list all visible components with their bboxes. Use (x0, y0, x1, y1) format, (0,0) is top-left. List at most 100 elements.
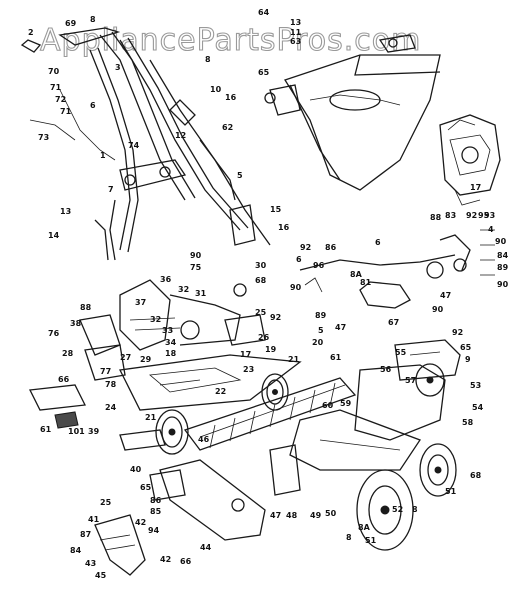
callout-45: 45 (95, 571, 107, 580)
callout-20: 20 (312, 338, 324, 347)
callout-67: 67 (388, 318, 399, 327)
callout-48: 48 (286, 511, 298, 520)
callout-94: 94 (148, 526, 160, 535)
callout-53: 53 (470, 381, 481, 390)
callout-58: 58 (462, 418, 474, 427)
callout-47: 47 (440, 291, 451, 300)
callout-8: 8 (412, 505, 418, 514)
callout-9: 9 (465, 355, 471, 364)
callout-14: 14 (48, 231, 60, 240)
callout-13: 13 (290, 18, 301, 27)
callout-25: 25 (255, 308, 267, 317)
callout-61: 61 (40, 425, 52, 434)
callout-2: 2 (28, 28, 34, 37)
callout-64: 64 (258, 8, 270, 17)
callout-11: 11 (290, 28, 302, 37)
callout-19: 19 (265, 345, 277, 354)
callout-76: 76 (48, 329, 60, 338)
reel-blade (183, 377, 357, 451)
callout-1: 1 (100, 151, 106, 160)
callout-90: 90 (497, 280, 509, 289)
callout-28: 28 (62, 349, 74, 358)
callout-44: 44 (200, 543, 212, 552)
belt-frame (289, 339, 461, 471)
callout-75: 75 (190, 263, 202, 272)
callout-62: 62 (222, 123, 233, 132)
callout-61: 61 (330, 353, 342, 362)
callout-47: 47 (270, 511, 281, 520)
callout-88: 88 (430, 213, 442, 222)
callout-78: 78 (105, 380, 117, 389)
callout-86: 86 (150, 496, 162, 505)
callout-4: 4 (488, 225, 494, 234)
callout-92: 92 (270, 313, 281, 322)
callout-8A: 8A (358, 523, 371, 532)
callout-37: 37 (135, 298, 146, 307)
callout-39: 39 (88, 427, 100, 436)
callout-92: 92 (466, 211, 477, 220)
callout-5: 5 (318, 326, 324, 335)
callout-30: 30 (255, 261, 267, 270)
callout-90: 90 (495, 237, 507, 246)
callout-46: 46 (198, 435, 210, 444)
callout-49: 49 (310, 511, 322, 520)
callout-42: 42 (135, 518, 146, 527)
callout-16: 16 (225, 93, 237, 102)
callout-15: 15 (270, 205, 282, 214)
callout-69: 69 (65, 19, 77, 28)
callout-33: 33 (162, 326, 173, 335)
callout-73: 73 (38, 133, 49, 142)
callout-51: 51 (365, 536, 377, 545)
callout-55: 55 (395, 348, 407, 357)
callout-50: 50 (325, 509, 337, 518)
callout-101: 101 (68, 427, 85, 436)
callout-83: 83 (445, 211, 456, 220)
callout-21: 21 (288, 355, 300, 364)
callout-6: 6 (90, 101, 96, 110)
callout-51: 51 (445, 487, 457, 496)
callout-66: 66 (58, 375, 70, 384)
callout-68: 68 (470, 471, 482, 480)
callout-25: 25 (100, 498, 112, 507)
callout-16: 16 (278, 223, 290, 232)
center-mechanism (79, 279, 266, 381)
callout-22: 22 (215, 387, 226, 396)
callout-32: 32 (178, 285, 189, 294)
callout-77: 77 (100, 367, 111, 376)
callout-66: 66 (180, 557, 192, 566)
callout-38: 38 (70, 319, 82, 328)
callout-43: 43 (85, 559, 96, 568)
callout-41: 41 (88, 515, 100, 524)
callout-89: 89 (497, 263, 509, 272)
callout-90: 90 (432, 305, 444, 314)
callout-8: 8 (90, 15, 96, 24)
callout-89: 89 (315, 311, 327, 320)
callout-86: 86 (325, 243, 337, 252)
callout-8: 8 (205, 55, 211, 64)
callout-52: 52 (392, 505, 403, 514)
grass-catcher (264, 34, 441, 191)
side-panel (29, 384, 301, 576)
callout-87: 87 (80, 530, 91, 539)
callout-47: 47 (335, 323, 346, 332)
callout-88: 88 (80, 303, 92, 312)
callout-labels: 2 69 8 8 64 13 11 63 65 16 62 10 70 71 7… (28, 8, 509, 580)
callout-70: 70 (48, 67, 60, 76)
callout-71: 71 (60, 107, 72, 116)
callout-93: 93 (484, 211, 495, 220)
callout-60: 60 (322, 401, 334, 410)
callout-59: 59 (340, 399, 352, 408)
callout-85: 85 (150, 507, 162, 516)
callout-92: 92 (452, 328, 463, 337)
handle-assembly (20, 27, 271, 261)
callout-17: 17 (240, 350, 251, 359)
callout-13: 13 (60, 207, 71, 216)
callout-34: 34 (165, 338, 177, 347)
callout-95: 95 (478, 211, 490, 220)
callout-65: 65 (460, 343, 472, 352)
callout-24: 24 (105, 403, 117, 412)
callout-63: 63 (290, 37, 301, 46)
callout-90: 90 (190, 251, 202, 260)
callout-65: 65 (140, 483, 152, 492)
